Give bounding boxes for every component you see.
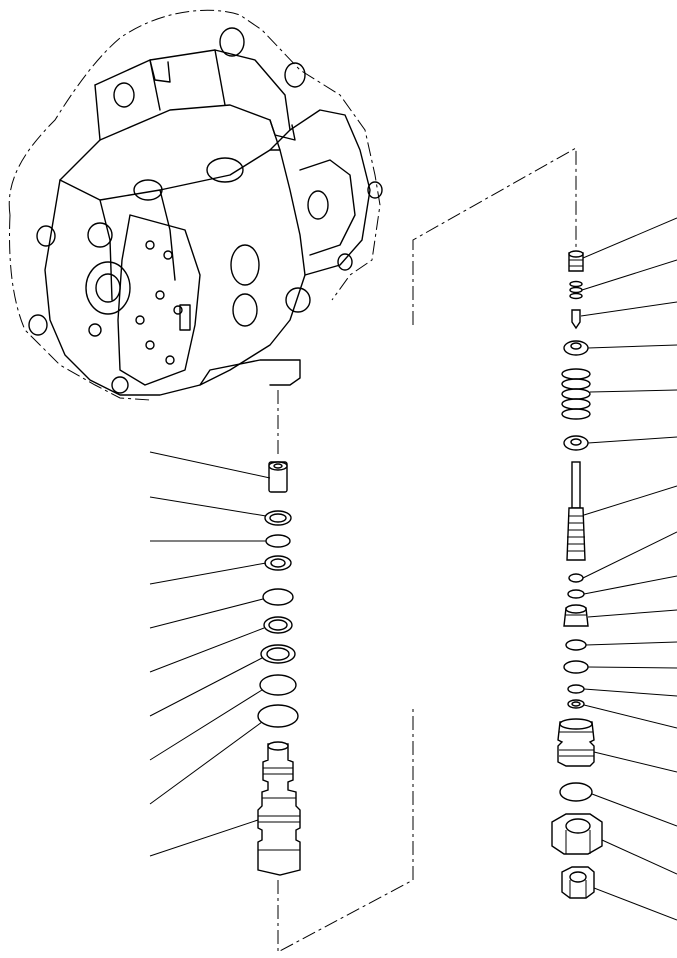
relief-valve-cartridge-part (257, 741, 301, 876)
leader-line (149, 819, 259, 857)
leader-line (591, 793, 677, 827)
leader-line (583, 688, 677, 697)
o-ring-part (568, 573, 584, 583)
backup-ring-part (263, 616, 293, 634)
leader-line (587, 609, 677, 618)
leader-line (580, 301, 677, 317)
right-leader-lines (580, 217, 677, 921)
left-leader-lines (149, 451, 271, 857)
o-ring-part (559, 782, 593, 802)
sleeve-part (563, 604, 589, 627)
cap-part (568, 250, 584, 272)
leader-line (587, 666, 677, 669)
backup-ring-part (260, 644, 296, 664)
leader-line (593, 751, 677, 773)
seat-part (563, 340, 589, 356)
backup-ring-part (264, 555, 292, 571)
leader-line (583, 704, 677, 729)
nut-part (561, 866, 595, 899)
valve-body-part (557, 718, 595, 767)
leader-line (581, 259, 677, 291)
spring-part (561, 368, 591, 420)
spacer-part (563, 435, 589, 451)
pump-housing (8, 9, 383, 401)
leader-line (149, 562, 267, 585)
plug-part (268, 461, 288, 493)
right-part-stack (551, 250, 603, 899)
o-ring-part (567, 684, 585, 694)
backup-ring-part (567, 699, 585, 709)
assembly-phantom-lines (277, 147, 577, 953)
piston-part (566, 461, 586, 561)
spring-part (569, 280, 583, 300)
leader-line (583, 575, 677, 595)
o-ring-part (563, 660, 589, 674)
poppet-part (571, 309, 581, 330)
leader-line (149, 627, 265, 673)
leader-line (585, 641, 677, 646)
o-ring-part (257, 704, 299, 728)
o-ring-part (262, 588, 294, 606)
leader-line (149, 721, 263, 805)
leader-line (601, 839, 677, 875)
leader-line (149, 657, 263, 717)
leader-line (593, 887, 677, 921)
o-ring-part (264, 510, 292, 526)
leader-line (149, 598, 264, 629)
leader-line (583, 485, 677, 516)
left-part-stack (257, 461, 301, 876)
o-ring-part (259, 674, 297, 696)
leader-line (149, 496, 267, 517)
leader-line (589, 389, 677, 393)
leader-line (149, 451, 271, 479)
leader-line (582, 217, 677, 259)
o-ring-part (567, 589, 585, 599)
o-ring-part (265, 534, 291, 548)
lock-nut-part (551, 813, 603, 855)
o-ring-part (565, 639, 587, 651)
leader-line (582, 531, 677, 579)
leader-line (587, 344, 677, 349)
leader-line (149, 689, 263, 761)
leader-line (587, 436, 677, 444)
